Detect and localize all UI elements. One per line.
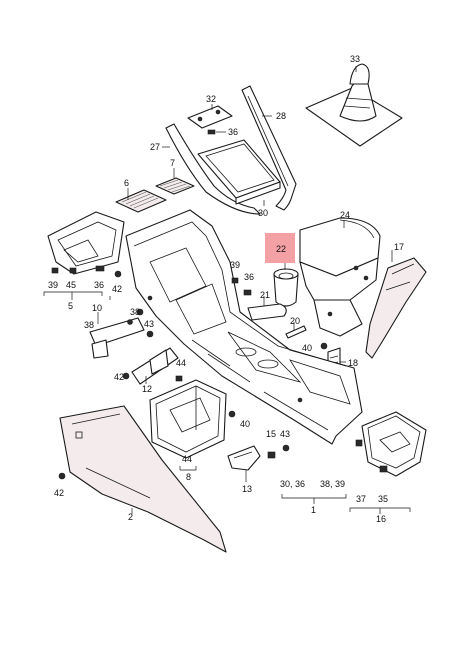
callout-40a: 40 xyxy=(302,343,312,353)
part-15-clip xyxy=(267,451,276,459)
callout-42b: 42 xyxy=(114,372,124,382)
callout-33: 33 xyxy=(350,54,360,64)
callout-18: 18 xyxy=(348,358,358,368)
part-21-trim xyxy=(247,303,287,321)
callout-5: 5 xyxy=(68,301,73,311)
callout-21: 21 xyxy=(260,290,270,300)
part-42-screw-a xyxy=(114,270,122,278)
leader-5-bracket xyxy=(43,291,103,300)
callout-16: 16 xyxy=(376,514,386,524)
callout-43a: 43 xyxy=(144,319,154,329)
callout-28: 28 xyxy=(276,111,286,121)
callout-7: 7 xyxy=(170,158,175,168)
part-27-trim-strip xyxy=(165,123,261,215)
callout-36b: 36 xyxy=(94,280,104,290)
part-1-center-console xyxy=(125,209,363,445)
part-30-storage-tray xyxy=(197,139,281,205)
callout-8: 8 xyxy=(186,472,191,482)
part-13-bracket xyxy=(227,445,261,471)
part-42-screw-c xyxy=(58,472,66,480)
part-42-screw-b xyxy=(122,372,130,380)
part-33-shift-boot xyxy=(305,63,403,147)
leader-16 xyxy=(349,507,411,514)
callout-17: 17 xyxy=(394,242,404,252)
part-7-mat xyxy=(155,177,195,195)
part-22-cup-holder xyxy=(273,268,299,307)
callout-22: 22 xyxy=(276,244,286,254)
callout-20: 20 xyxy=(290,316,300,326)
callout-39a: 39 xyxy=(48,280,58,290)
callout-6: 6 xyxy=(124,178,129,188)
part-39-clip-b xyxy=(231,277,239,284)
part-36-clip-c xyxy=(243,289,252,296)
part-6-mat xyxy=(115,189,167,213)
callout-44b: 44 xyxy=(182,454,192,464)
leader-1 xyxy=(281,494,347,504)
part-35-clip xyxy=(379,465,388,473)
part-43-screw-a xyxy=(146,330,154,338)
callout-36c: 36 xyxy=(244,272,254,282)
callout-2: 2 xyxy=(128,512,133,522)
callout-43b: 43 xyxy=(280,429,290,439)
part-40-screw-b xyxy=(228,410,236,418)
callout-10: 10 xyxy=(92,303,102,313)
callout-27: 27 xyxy=(150,142,160,152)
callout-32: 32 xyxy=(206,94,216,104)
callout-13: 13 xyxy=(242,484,252,494)
callout-44a: 44 xyxy=(176,358,186,368)
part-36-clip-b xyxy=(95,265,105,272)
callout-38a: 38 xyxy=(84,320,94,330)
callout-30a: 30 xyxy=(258,208,268,218)
callout-37: 37 xyxy=(356,494,366,504)
callout-15: 15 xyxy=(266,429,276,439)
part-40-screw-a xyxy=(320,342,328,350)
part-36-clip-top xyxy=(207,129,216,135)
part-24-armrest xyxy=(299,217,381,337)
callout-12: 12 xyxy=(142,384,152,394)
part-39-clip-a xyxy=(51,267,59,274)
highlight-box-22 xyxy=(265,233,295,263)
part-12-bracket xyxy=(131,347,179,385)
callout-40b: 40 xyxy=(240,419,250,429)
callout-1-parts-b: 38, 39 xyxy=(320,479,345,489)
part-28-trim-strip xyxy=(241,85,297,211)
part-37-clip xyxy=(355,439,363,447)
part-10-mount-bracket xyxy=(89,317,145,359)
callout-1-parts-a: 30, 36 xyxy=(280,479,305,489)
part-32-trim-insert xyxy=(187,105,233,129)
callout-45: 45 xyxy=(66,280,76,290)
callout-1: 1 xyxy=(311,505,316,515)
callout-24: 24 xyxy=(340,210,350,220)
part-20-rod xyxy=(285,325,307,339)
part-2-side-trim xyxy=(59,405,227,553)
callout-42a: 42 xyxy=(112,284,122,294)
callout-35: 35 xyxy=(378,494,388,504)
part-38-screw xyxy=(136,308,144,316)
part-17-side-panel xyxy=(365,257,427,359)
part-45-clip xyxy=(69,267,77,274)
callout-42c: 42 xyxy=(54,488,64,498)
part-44-clip-a xyxy=(175,375,183,382)
callout-39b: 39 xyxy=(230,260,240,270)
part-16-rear-box xyxy=(361,411,427,477)
callout-38b: 38 xyxy=(130,307,140,317)
part-5-storage-bracket xyxy=(47,211,125,275)
callout-36a: 36 xyxy=(228,127,238,137)
leader-8 xyxy=(179,466,197,471)
part-8-storage-box xyxy=(149,379,227,459)
part-43-screw-b xyxy=(282,444,290,452)
